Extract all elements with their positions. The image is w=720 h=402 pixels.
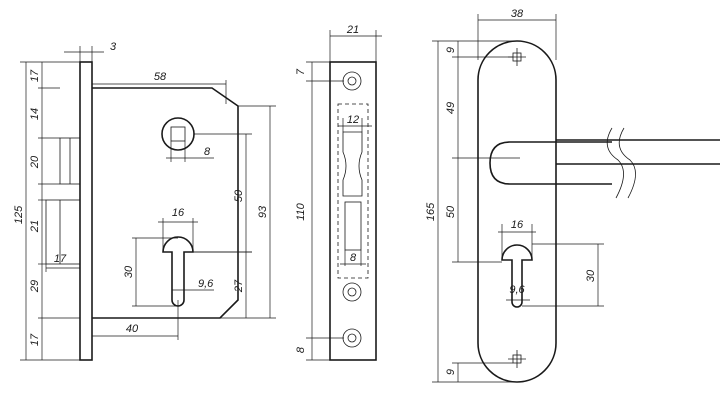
dim-plate-cylinder-width: 16 — [511, 219, 524, 231]
dead-bolt — [45, 199, 81, 265]
lock-faceplate-side — [79, 61, 93, 361]
dim-plate-bottom-screw: 9 — [445, 369, 457, 375]
faceplate-screw-top — [342, 71, 362, 91]
handle-plate-outline — [477, 40, 557, 383]
plate-screw-bottom — [508, 350, 526, 368]
dim-cylinder-to-bottom: 27 — [233, 279, 245, 293]
spindle-hub — [161, 117, 195, 151]
dim-cylinder-slot: 9,6 — [198, 278, 214, 290]
handle-plate-view: 38 165 9 49 50 9 16 30 — [425, 8, 720, 383]
dim-plate-to-handle: 49 — [445, 102, 457, 114]
dim-backset: 40 — [126, 323, 139, 335]
plate-cylinder-cutout — [501, 244, 533, 308]
dim-segment-bottom: 17 — [29, 333, 41, 346]
dim-plate-handle-to-cylinder: 50 — [445, 205, 457, 218]
faceplate-outline — [329, 61, 377, 361]
faceplate-screw-bottom — [342, 328, 362, 348]
break-line-2 — [618, 127, 636, 199]
faceplate-view: 21 7 12 110 8 8 — [295, 24, 382, 361]
dim-plate-width: 38 — [511, 8, 524, 20]
lock-body-view: 125 17 14 20 21 29 17 3 58 8 50 93 — [13, 41, 276, 361]
dim-cylinder-height: 30 — [123, 265, 135, 278]
break-line-1 — [606, 127, 624, 199]
dim-plate-cylinder-height: 30 — [585, 269, 597, 282]
handle-lever-top — [556, 139, 720, 165]
dim-plate-cylinder-slot: 9,6 — [509, 284, 525, 296]
dim-bolt-window: 8 — [350, 252, 357, 264]
dim-segment-upper-mid: 14 — [29, 108, 41, 120]
dim-segment-gap: 21 — [29, 220, 41, 233]
dim-faceplate-width: 21 — [346, 24, 359, 36]
faceplate-screw-middle — [342, 282, 362, 302]
dim-segment-latch: 20 — [29, 155, 41, 169]
dim-overall-height: 125 — [13, 205, 25, 224]
dim-backset-latch-width: 58 — [154, 71, 167, 83]
dim-center-distance: 50 — [233, 189, 245, 202]
dim-faceplate-length: 110 — [295, 202, 307, 220]
handle-lever — [489, 141, 612, 185]
dim-cylinder-width: 16 — [172, 207, 185, 219]
dim-latch-window: 12 — [347, 114, 359, 126]
cylinder-cutout — [162, 236, 194, 307]
faceplate-hidden-case — [337, 103, 369, 279]
latch-window — [342, 131, 363, 197]
dim-faceplate-top-offset: 7 — [295, 68, 307, 75]
dim-case-height: 93 — [257, 205, 269, 218]
dim-faceplate-bottom-offset: 8 — [295, 346, 307, 353]
dim-segment-top: 17 — [29, 69, 41, 82]
bolt-window — [344, 201, 362, 251]
dim-faceplate-thickness: 3 — [110, 41, 117, 53]
dim-plate-top-screw: 9 — [445, 47, 457, 53]
lock-case — [92, 87, 239, 319]
dim-segment-bolt: 29 — [29, 280, 41, 293]
dim-spindle-square: 8 — [204, 146, 211, 158]
spindle-square — [170, 126, 186, 142]
dim-bolt-projection: 17 — [54, 253, 67, 265]
dim-plate-total-height: 165 — [425, 202, 437, 221]
